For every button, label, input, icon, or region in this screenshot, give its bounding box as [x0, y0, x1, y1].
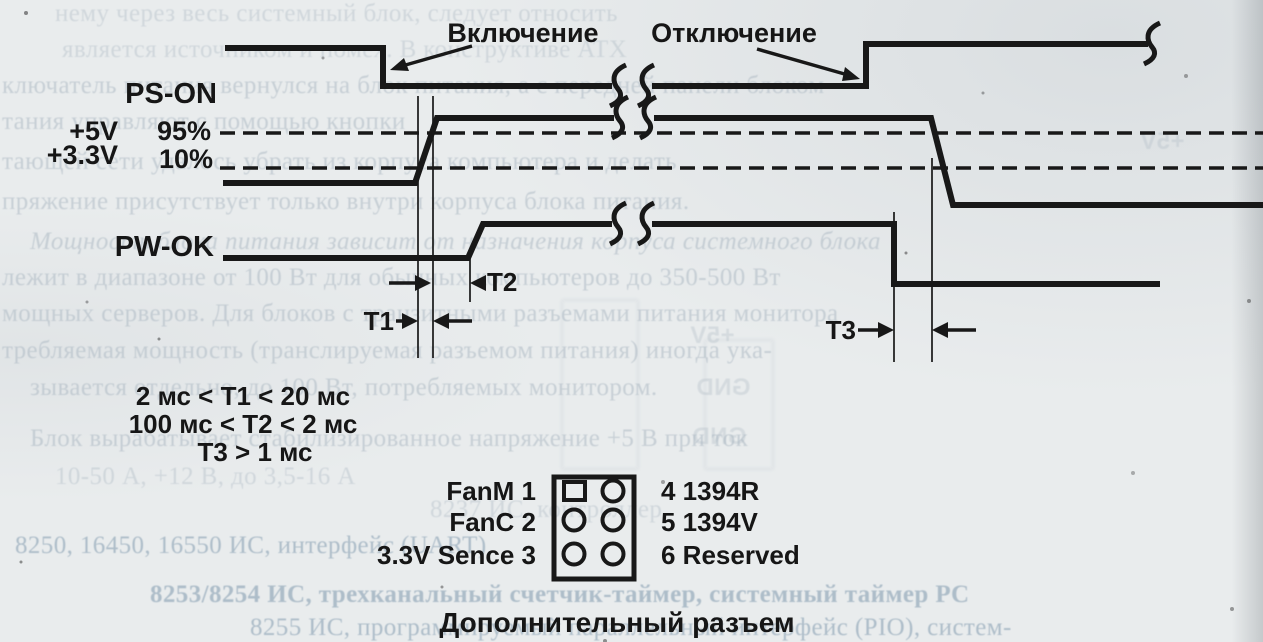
pin-1-square: [562, 480, 587, 502]
pin-6-circle: [600, 541, 626, 567]
pin-label-1394v: 5 1394V: [661, 507, 759, 537]
pin-label-fanm: FanM 1: [446, 476, 536, 506]
rails-trace-right: [654, 115, 1263, 208]
constraint-t1: 2 мс < T1 < 20 мс: [136, 381, 350, 411]
ghost-line: Блок вырабатывает стабилизированное напр…: [30, 425, 749, 452]
power-on-arrow-line: [401, 44, 473, 68]
pin-2-circle: [561, 507, 587, 533]
rails-trace-left: [223, 115, 614, 186]
t3-right-arrowhead-icon: [878, 322, 894, 338]
rail-3v3-label: +3.3V: [47, 140, 118, 170]
power-off-label: Отключение: [651, 18, 817, 48]
ghost-line: 8250, 16450, 16550 ИС, интерфейс (UART): [15, 532, 487, 559]
ghost-line: требляемая мощность (транслируемая разъе…: [2, 337, 773, 364]
ghost-line: 8253/8254 ИС, трехканальный счетчик-тайм…: [150, 581, 970, 608]
power-on-arrowhead-icon: [390, 58, 409, 71]
ghost-connector-outline: [703, 338, 775, 471]
connector-caption: Дополнительный разъем: [439, 607, 794, 638]
t3-label: T3: [826, 315, 856, 345]
ghost-line: лежит в диапазоне от 100 Вт для обычных …: [2, 264, 781, 291]
aux-connector-pinout: FanM 1 FanC 2 3.3V Sence 3 4 1394R 5 139…: [377, 474, 800, 638]
power-off-arrowhead-icon: [842, 67, 860, 81]
power-on-label: Включение: [447, 18, 598, 48]
constraint-t2: 100 мс < T2 < 2 мс: [129, 409, 358, 439]
pw-ok-trace-left: [223, 221, 612, 261]
constraint-t3: T3 > 1 мс: [197, 437, 312, 467]
ghost-line: зывается отдельно, до 100 Вт, потребляем…: [30, 374, 658, 401]
guide-lines: [417, 96, 933, 362]
ghost-line: пряжение присутствует только внутри корп…: [2, 188, 690, 215]
pin-5-circle: [600, 507, 626, 533]
ghost-connector-outline: [560, 298, 640, 471]
pw-ok-trace-right: [652, 221, 1160, 287]
ps-on-waveform: [225, 23, 1160, 106]
power-on-callout: Включение: [390, 18, 599, 71]
ps-on-label: PS-ON: [125, 78, 217, 110]
t1-annotation: T1: [364, 306, 472, 336]
t1-label: T1: [364, 306, 394, 336]
ps-on-trace-right: [652, 41, 1148, 89]
ps-on-trace-left: [225, 45, 612, 89]
rails-waveform: [220, 97, 1263, 208]
ghost-line: Мощность блока питания зависит от назнач…: [30, 228, 881, 255]
pin-label-3v3-sence: 3.3V Sence 3: [377, 540, 536, 570]
power-off-callout: Отключение: [651, 18, 860, 81]
ghost-line: нему через весь системный блок, следует …: [55, 0, 618, 27]
pin-label-fanc: FanC 2: [449, 507, 536, 537]
pw-ok-waveform: [223, 203, 1160, 287]
line-break-mark: [638, 203, 654, 244]
ghost-line: 8255 ИС, программируемый параллельный ин…: [250, 614, 1012, 641]
t1-right-arrowhead-icon: [402, 313, 418, 329]
connector-box: [551, 474, 637, 582]
power-off-arrow-line: [756, 47, 849, 77]
pin-3-circle: [561, 541, 587, 567]
t2-annotation: T2: [389, 267, 517, 297]
timing-constraints: 2 мс < T1 < 20 мс 100 мс < T2 < 2 мс T3 …: [129, 381, 358, 467]
t1-left-arrowhead-icon: [433, 313, 449, 329]
t3-left-arrowhead-icon: [932, 322, 948, 338]
ghost-line: тающей сети удалось убрать из корпуса ко…: [2, 148, 677, 175]
threshold-95-label: 95%: [157, 116, 211, 146]
ghost-line: мощных серверов. Для блоков с транзитным…: [2, 300, 839, 327]
threshold-10-label: 10%: [159, 144, 213, 174]
rail-5v-label: +5V: [69, 116, 118, 146]
ghost-line: тания управляют с помощью кнопки: [2, 108, 406, 135]
t2-left-arrowhead-icon: [470, 275, 486, 291]
pin-4-circle: [600, 478, 626, 504]
ghost-line: 10-50 А, +12 В, до 3,5-16 А: [55, 463, 356, 490]
t2-right-arrowhead-icon: [415, 275, 431, 291]
t2-label: T2: [487, 267, 517, 297]
t3-annotation: T3: [826, 315, 976, 345]
pin-label-reserved: 6 Reserved: [661, 540, 800, 570]
line-break-mark: [610, 203, 626, 244]
pin-label-1394r: 4 1394R: [661, 476, 760, 506]
pw-ok-label: PW-OK: [115, 231, 214, 263]
